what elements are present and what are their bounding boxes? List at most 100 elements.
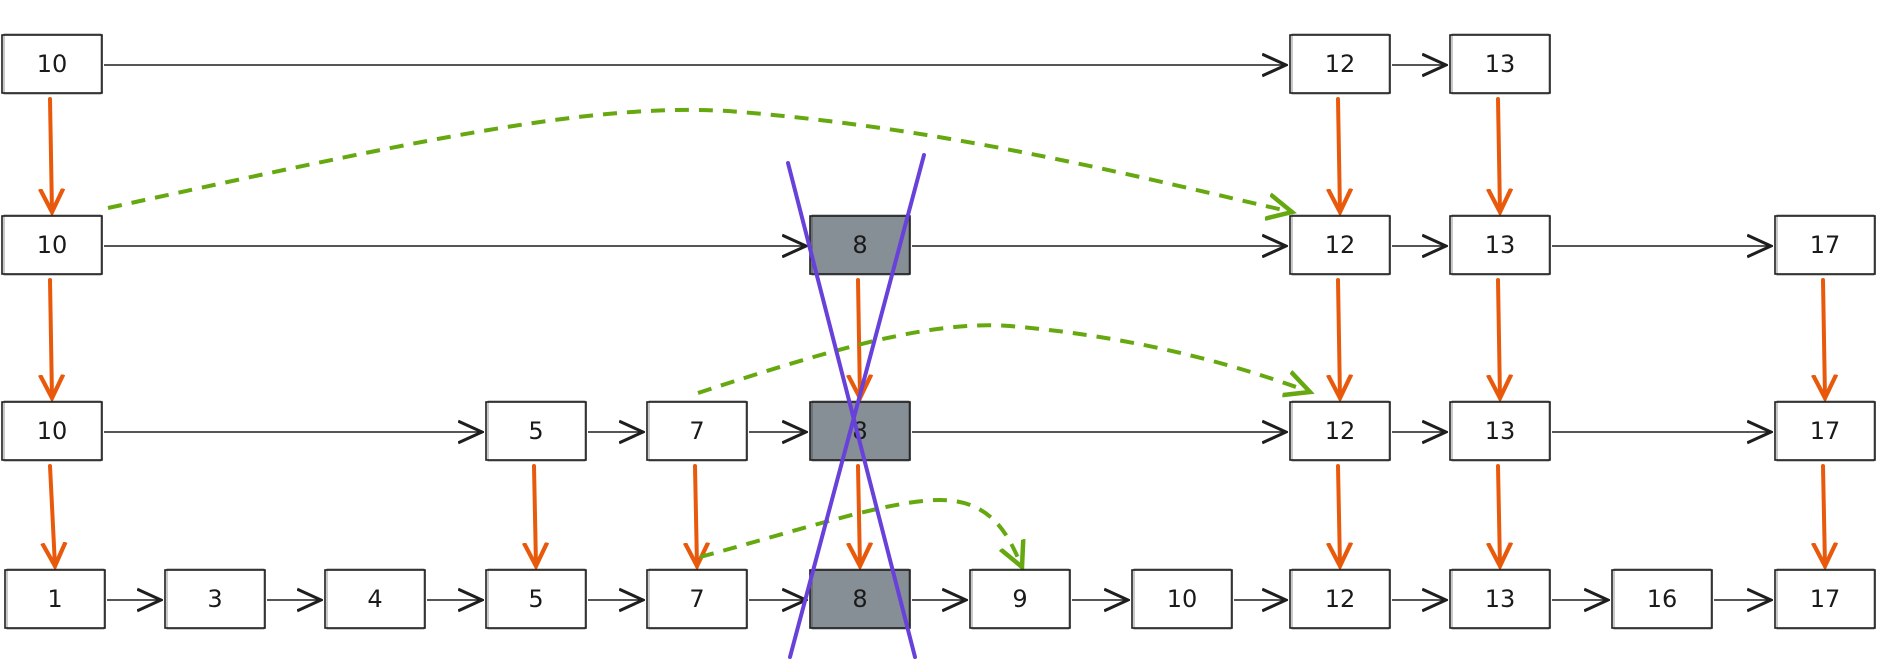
down-arrow-level1-12: [1338, 97, 1340, 212]
node-box: [1, 215, 103, 275]
node-box-sketch: [1613, 568, 1712, 630]
node-box: [1449, 569, 1551, 629]
node-box: [1774, 401, 1876, 461]
node-box-sketch: [3, 214, 102, 276]
node-label: 7: [689, 417, 704, 445]
node-box: [1774, 215, 1876, 275]
node-label: 12: [1325, 231, 1356, 259]
strike-line-a: [786, 161, 917, 659]
node-box-sketch: [1291, 214, 1390, 276]
node-label: 10: [37, 50, 68, 78]
node-box-sketch: [166, 568, 265, 630]
node-level4-1: 1: [4, 568, 106, 630]
node-box: [485, 401, 587, 461]
node-box: [1289, 34, 1391, 94]
node-box-sketch: [1451, 568, 1550, 630]
node-box-sketch: [811, 214, 910, 276]
relinked-pointers: [107, 107, 1310, 567]
node-level4-4: 4: [324, 568, 426, 630]
new-link-level3-7-to-12: [697, 323, 1310, 393]
strike-line-b: [788, 153, 926, 659]
node-box-sketch: [3, 33, 102, 95]
node-box: [324, 569, 426, 629]
down-arrow-level3-8: [858, 464, 860, 566]
delete-strike: [786, 153, 926, 659]
node-box: [1, 34, 103, 94]
node-box-sketch: [1776, 214, 1875, 276]
node-level3-12: 12: [1289, 400, 1391, 462]
node-label: 8: [852, 231, 867, 259]
node-level4-17: 17: [1774, 568, 1876, 630]
node-label: 13: [1485, 585, 1516, 613]
node-level4-10: 10: [1131, 568, 1233, 630]
down-arrow-level3-12: [1338, 464, 1340, 566]
node-box: [969, 569, 1071, 629]
node-label: 13: [1485, 417, 1516, 445]
down-arrow-level2-10: [50, 278, 52, 398]
node-box: [1449, 34, 1551, 94]
node-box: [1611, 569, 1713, 629]
down-arrow-level3-17: [1823, 464, 1825, 566]
node-box: [1289, 401, 1391, 461]
node-box: [1, 401, 103, 461]
node-level4-12: 12: [1289, 568, 1391, 630]
down-arrow-level3-10: [50, 464, 55, 566]
node-label: 13: [1485, 50, 1516, 78]
node-box-sketch: [487, 400, 586, 462]
node-level2-12: 12: [1289, 214, 1391, 276]
node-box: [1449, 401, 1551, 461]
node-box-sketch: [487, 568, 586, 630]
node-level3-13: 13: [1449, 400, 1551, 462]
node-box-sketch: [648, 400, 747, 462]
node-level2-17: 17: [1774, 214, 1876, 276]
level-links: [104, 65, 1771, 600]
node-label: 17: [1810, 417, 1841, 445]
node-label: 17: [1810, 231, 1841, 259]
node-box: [646, 401, 748, 461]
down-arrow-level2-8: [858, 278, 860, 398]
node-label: 10: [1167, 585, 1198, 613]
node-box-sketch: [811, 400, 910, 462]
node-box-sketch: [648, 568, 747, 630]
node-box-sketch: [6, 568, 105, 630]
node-box-sketch: [3, 400, 102, 462]
node-label: 10: [37, 231, 68, 259]
node-level3-5: 5: [485, 400, 587, 462]
node-level4-13: 13: [1449, 568, 1551, 630]
node-label: 16: [1647, 585, 1678, 613]
down-arrow-level2-12: [1338, 278, 1340, 398]
new-link-level4-7-to-9: [699, 497, 1022, 567]
node-box-sketch: [326, 568, 425, 630]
new-link-level2-10-to-12: [107, 107, 1292, 212]
down-arrow-level2-13: [1498, 278, 1500, 398]
node-level3-8: 8: [809, 400, 911, 462]
node-label: 4: [367, 585, 382, 613]
node-box: [1289, 569, 1391, 629]
node-box: [1774, 569, 1876, 629]
node-label: 12: [1325, 50, 1356, 78]
node-box-sketch: [971, 568, 1070, 630]
node-level2-13: 13: [1449, 214, 1551, 276]
node-box: [1289, 215, 1391, 275]
node-box-sketch: [1451, 214, 1550, 276]
node-box-sketch: [1291, 400, 1390, 462]
node-box-sketch: [1776, 568, 1875, 630]
node-level4-9: 9: [969, 568, 1071, 630]
node-level3-10: 10: [1, 400, 103, 462]
down-arrow-level1-10: [50, 97, 52, 212]
node-label: 10: [37, 417, 68, 445]
node-box-sketch: [1451, 400, 1550, 462]
node-box: [485, 569, 587, 629]
down-arrow-level3-13: [1498, 464, 1500, 566]
node-box: [4, 569, 106, 629]
node-level2-10: 10: [1, 214, 103, 276]
node-level1-13: 13: [1449, 33, 1551, 95]
node-label: 5: [528, 417, 543, 445]
node-level1-10: 10: [1, 33, 103, 95]
node-level4-7: 7: [646, 568, 748, 630]
node-level3-17: 17: [1774, 400, 1876, 462]
down-arrow-level2-17: [1823, 278, 1825, 398]
down-arrow-level3-5: [534, 464, 536, 566]
